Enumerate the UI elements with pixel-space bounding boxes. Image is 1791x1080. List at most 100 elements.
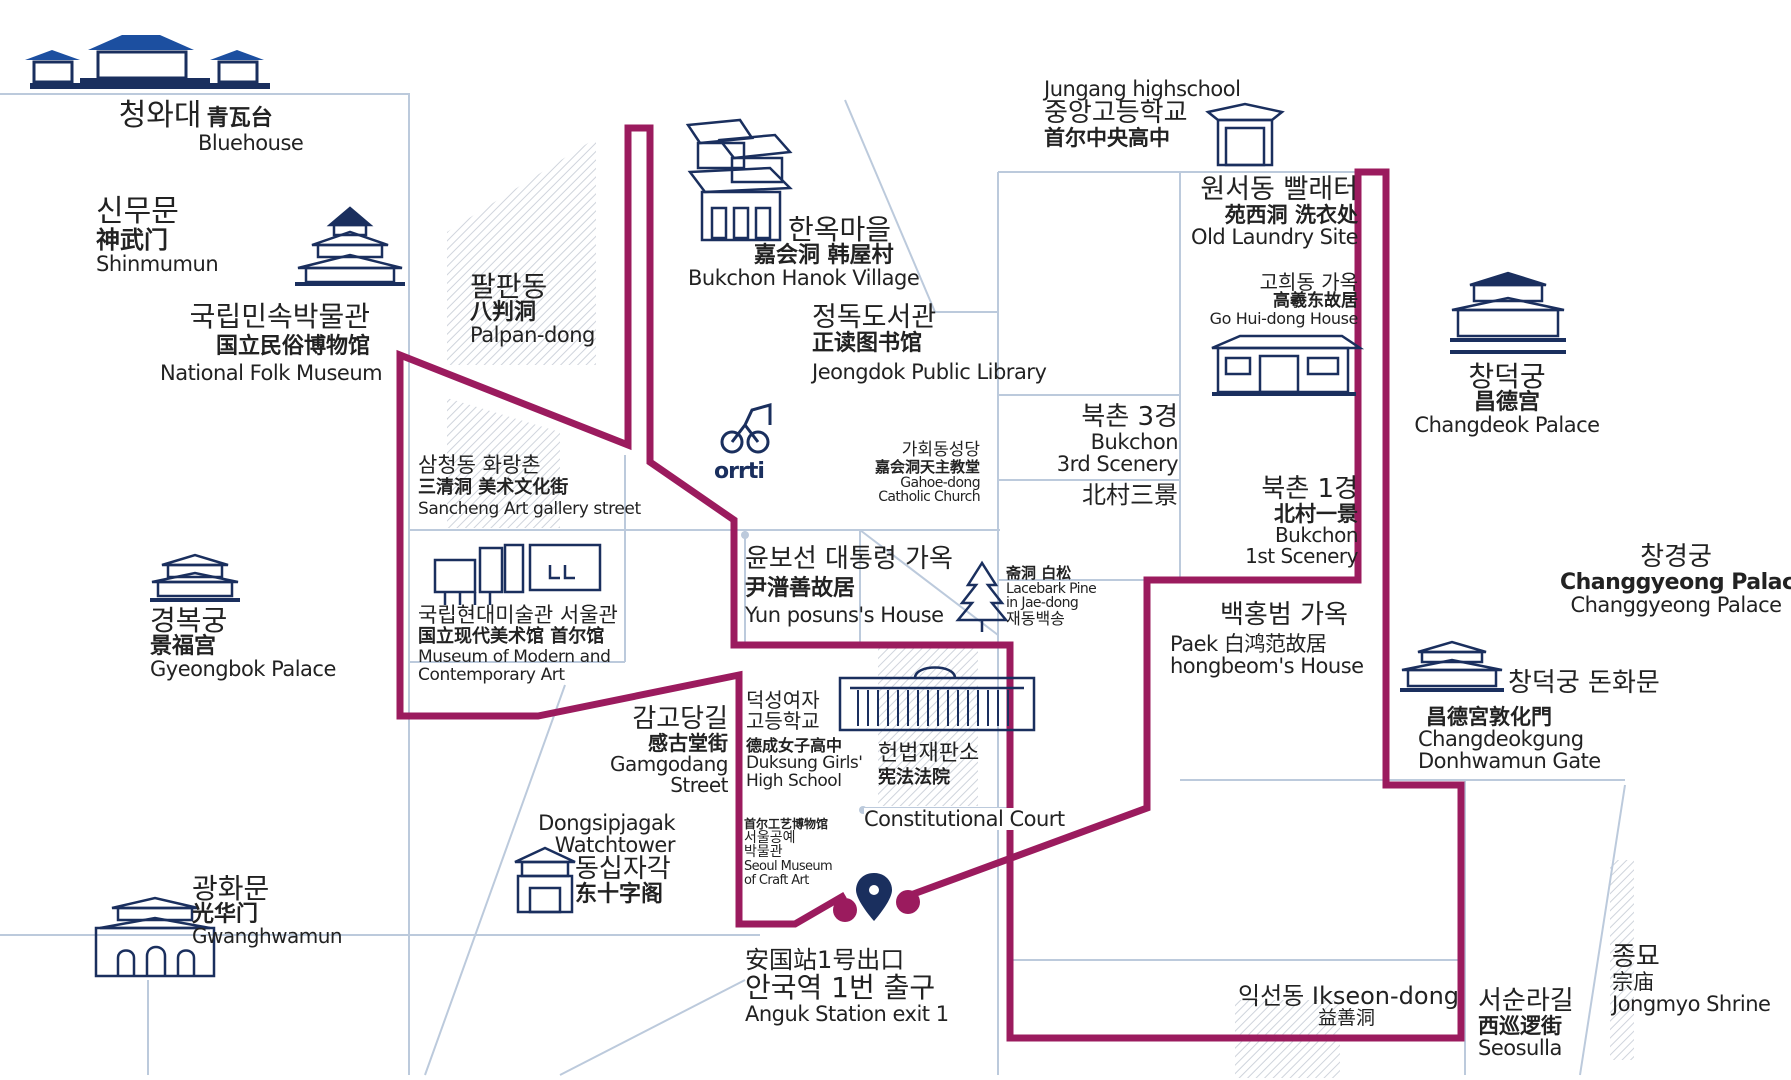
route-endpoint-left <box>833 898 857 922</box>
gahoe-en1: Gahoe-dong <box>900 474 980 491</box>
gyeongbok-palace-icon <box>150 553 240 602</box>
ikseon-zh: 益善洞 <box>1318 1007 1376 1030</box>
seosulla-hatch <box>1610 860 1634 1060</box>
palpan-label[interactable]: 팔판동 八判洞 Palpan-dong <box>470 272 595 347</box>
yunposun-label[interactable]: 윤보선 대통령 가옥 尹潽善故居 Yun posuns's House <box>745 544 953 626</box>
ortti-label[interactable]: orrti <box>714 459 765 484</box>
hatched-areas <box>447 138 1634 1078</box>
gamgodang-ko: 감고당길 <box>632 704 728 734</box>
court-label[interactable]: 헌법재판소 宪法法院 <box>878 742 979 788</box>
bluehouse-en: Bluehouse <box>198 130 304 155</box>
ikseon-label[interactable]: 익선동 Ikseon-dong 益善洞 <box>1238 983 1459 1030</box>
donhwamun-en2: Donhwamun Gate <box>1418 749 1601 774</box>
duksung-ko2: 고등학교 <box>746 709 820 733</box>
court-ko: 헌법재판소 <box>878 741 980 766</box>
jungang-school-icon <box>1205 102 1285 167</box>
laundry-zh: 苑西洞 洗衣处 <box>1224 203 1358 228</box>
route-line <box>396 124 1465 1042</box>
paek-line2: Paek 白鸿范故居 <box>1170 632 1327 657</box>
craft-label[interactable]: 首尔工艺博物馆 서울공예 박물관 Seoul Museum of Craft A… <box>744 818 833 888</box>
gahoe-label[interactable]: 가회동성당 嘉会洞天主教堂 Gahoe-dong Catholic Church <box>840 441 981 505</box>
sancheong-label[interactable]: 삼청동 화랑촌 三清洞 美术文化街 Sancheng Art gallery s… <box>418 454 641 519</box>
sancheong-ko: 삼청동 화랑촌 <box>418 453 541 477</box>
scenery1-label[interactable]: 북촌 1경 北村一景 Bukchon 1st Scenery <box>1220 474 1359 569</box>
map-pin-icon[interactable] <box>856 873 892 921</box>
duksung-en2: High School <box>746 770 842 791</box>
anguk-en: Anguk Station exit 1 <box>745 1001 949 1026</box>
gahoe-zh: 嘉会洞天主教堂 <box>874 457 980 476</box>
shinmumun-en: Shinmumun <box>96 251 219 276</box>
changdeok-zh: 昌德宫 <box>1473 390 1540 416</box>
dongsipjagak-icon <box>514 846 576 914</box>
jeongdok-label[interactable]: 정독도서관 正读图书馆 Jeongdok Public Library <box>812 303 1047 385</box>
sancheong-hatch <box>447 398 560 528</box>
donhwamun-title[interactable]: 창덕궁 돈화문 <box>1508 668 1660 698</box>
jungang-zh: 首尔中央高中 <box>1044 126 1170 151</box>
gwanghwamun-ko: 광화문 <box>192 872 270 905</box>
hanok-village-label[interactable]: 한옥마을 嘉会洞 韩屋村 Bukchon Hanok Village <box>688 215 920 290</box>
jungang-en: Jungang highschool <box>1044 77 1241 101</box>
donhwamun-ko: 창덕궁 돈화문 <box>1508 668 1660 698</box>
scenery3-zh: 北村三景 <box>1082 481 1178 510</box>
gamgodang-en2: Street <box>670 773 728 798</box>
duksung-zh: 德成女子高中 <box>746 736 843 755</box>
scenery1-zh: 北村一景 <box>1274 502 1358 527</box>
scenery1-ko: 북촌 1경 <box>1261 474 1358 504</box>
dongsipjagak-label[interactable]: Dongsipjagak Watchtower <box>505 812 675 856</box>
bluehouse-icon <box>25 35 270 89</box>
court-en: Constitutional Court <box>864 807 1065 831</box>
laundry-label[interactable]: 원서동 빨래터 苑西洞 洗衣处 Old Laundry Site <box>1180 175 1358 250</box>
yunposun-zh: 尹潽善故居 <box>745 576 856 602</box>
mmca-zh: 国立现代美术馆 首尔馆 <box>418 626 605 648</box>
gyeongbok-zh: 景福宫 <box>150 634 217 660</box>
anguk-label[interactable]: 安国站1号出口 안국역 1번 출구 Anguk Station exit 1 <box>745 947 949 1026</box>
bicycle-icon[interactable] <box>720 403 772 454</box>
craft-en2: of Craft Art <box>744 872 809 888</box>
walking-route <box>396 124 1465 1042</box>
scenery1-en2: 1st Scenery <box>1245 544 1358 569</box>
seosulla-label[interactable]: 서순라길 西巡逻街 Seosulla <box>1478 987 1574 1059</box>
scenery3-label[interactable]: 북촌 3경 Bukchon 3rd Scenery 北村三景 <box>1040 403 1179 510</box>
jungang-ko: 중앙고등학교 <box>1044 98 1188 129</box>
stop-dot <box>741 531 749 539</box>
gyeongbok-label[interactable]: 경복궁 景福宫 Gyeongbok Palace <box>150 606 336 681</box>
folk-museum-label[interactable]: 국립민속박물관 国立民俗博物馆 National Folk Museum <box>160 302 383 385</box>
shinmumun-icon <box>295 206 405 286</box>
changdeok-label[interactable]: 창덕궁 昌德宫 Changdeok Palace <box>1412 362 1602 437</box>
changgyeong-en: Changgyeong Palace <box>1570 593 1782 618</box>
pine-label[interactable]: 斋洞 白松 Lacebark Pine in Jae-dong 재동백송 <box>1006 565 1097 628</box>
gamgodang-label[interactable]: 감고당길 感古堂街 Gamgodang Street <box>590 704 729 798</box>
gwanghwamun-label[interactable]: 광화문 光华门 Gwanghwamun <box>192 872 343 949</box>
changgyeong-label[interactable]: 창경궁 Changgyeong Palace Changgyeong Palac… <box>1560 542 1791 618</box>
duksung-en1: Duksung Girls' <box>746 752 863 773</box>
jongmyo-label[interactable]: 종묘 宗庙 Jongmyo Shrine <box>1612 942 1771 1015</box>
craft-en1: Seoul Museum <box>744 858 833 874</box>
gohui-house-icon <box>1211 334 1365 396</box>
jongmyo-zh: 宗庙 <box>1612 970 1654 995</box>
shinmumun-label[interactable]: 신무문 神武门 Shinmumun <box>96 196 219 276</box>
bluehouse-label[interactable]: 청와대 青瓦台 Bluehouse <box>88 100 304 155</box>
paek-label[interactable]: 백홍범 가옥 Paek 白鸿范故居 hongbeom's House <box>1170 601 1364 679</box>
laundry-en: Old Laundry Site <box>1191 225 1358 250</box>
paek-en: hongbeom's House <box>1170 654 1364 679</box>
jeongdok-en: Jeongdok Public Library <box>812 360 1047 385</box>
changdeok-en: Changdeok Palace <box>1414 413 1600 438</box>
sancheong-en: Sancheng Art gallery street <box>418 498 641 519</box>
pine-en1: Lacebark Pine <box>1006 580 1097 597</box>
dongsipjagak-en2: Watchtower <box>554 833 676 858</box>
jungang-label[interactable]: Jungang highschool 중앙고등학교 首尔中央高中 <box>1044 77 1241 151</box>
changgyeong-en-bold: Changgyeong Palace <box>1560 570 1791 596</box>
scenery3-en2: 3rd Scenery <box>1056 452 1179 477</box>
duksung-label[interactable]: 덕성여자 고등학교 德成女子高中 Duksung Girls' High Sch… <box>746 690 863 791</box>
changdeok-ko: 창덕궁 <box>1468 360 1546 393</box>
yunposun-ko: 윤보선 대통령 가옥 <box>745 544 953 574</box>
changgyeong-ko: 창경궁 <box>1640 542 1712 572</box>
jongmyo-ko: 종묘 <box>1612 942 1660 972</box>
scenery1-en1: Bukchon <box>1274 523 1359 548</box>
gwanghwamun-en: Gwanghwamun <box>192 924 343 949</box>
scenery3-en1: Bukchon <box>1090 430 1179 455</box>
mmca-label[interactable]: 국립현대미술관 서울관 国立现代美术馆 首尔馆 Museum of Modern… <box>418 604 618 685</box>
gyeongbok-en: Gyeongbok Palace <box>150 657 336 682</box>
gohui-label[interactable]: 고희동 가옥 高羲东故居 Go Hui-dong House <box>1180 272 1359 328</box>
palpan-ko: 팔판동 <box>470 270 548 303</box>
